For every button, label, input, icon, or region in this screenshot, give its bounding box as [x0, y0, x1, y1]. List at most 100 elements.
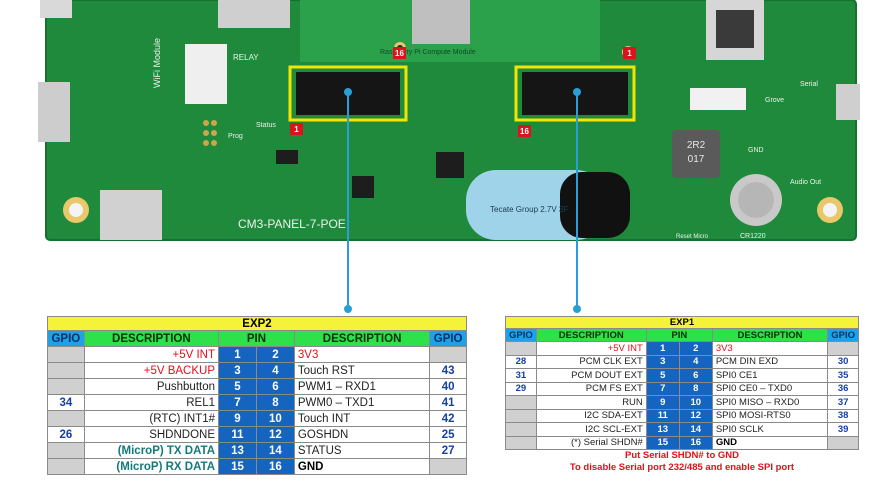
exp1-gpio-right: [827, 341, 859, 356]
exp1-pin-odd: 7: [645, 381, 680, 396]
exp2-gpio-left: [47, 346, 85, 363]
exp1-pin-even: 16: [678, 435, 713, 450]
exp1-gpio-left: 28: [505, 354, 537, 369]
exp2-gpio-left: [47, 378, 85, 395]
exp1-callout-dot-top: [573, 88, 581, 96]
exp1-desc-left: I2C SCL-EXT: [535, 422, 647, 437]
serial-label: Serial: [800, 81, 818, 88]
marker-1-bottom-left: 1: [294, 125, 299, 134]
exp1-desc-right: SPI0 MOSI-RTS0: [711, 408, 829, 423]
exp1-header-gpio-right: GPIO: [827, 328, 859, 342]
relay-label: RELAY: [233, 53, 259, 62]
cm-label: Raspberry Pi Compute Module: [380, 49, 476, 56]
exp2-row: Pushbutton 5 6 PWM1 – RXD1 40: [47, 378, 467, 395]
exp1-pin-even: 2: [678, 341, 713, 356]
exp1-gpio-right: [827, 435, 859, 450]
exp2-gpio-right: 43: [429, 362, 467, 379]
exp1-pin-odd: 9: [645, 395, 680, 410]
exp1-gpio-left: 31: [505, 368, 537, 383]
exp1-gpio-right: 36: [827, 381, 859, 396]
exp1-pin-even: 4: [678, 354, 713, 369]
board-photo: Raspberry Pi Compute Module WiFi Module …: [0, 0, 894, 245]
exp1-pin-even: 10: [678, 395, 713, 410]
exp1-desc-left: RUN: [535, 395, 647, 410]
exp2-gpio-left: 26: [47, 426, 85, 443]
exp2-desc-right: GOSHDN: [293, 426, 431, 443]
marker-16-top-left: 16: [395, 49, 404, 58]
exp2-pin-odd: 3: [218, 362, 257, 379]
exp2-desc-left: REL1: [83, 394, 220, 411]
exp2-header-pin: PIN: [218, 330, 295, 347]
exp1-pin-even: 14: [678, 422, 713, 437]
exp2-callout-line: [347, 92, 349, 306]
exp2-desc-right: Touch RST: [293, 362, 431, 379]
exp2-row: +5V INT 1 2 3V3: [47, 346, 467, 363]
reset-label: Reset Micro: [676, 234, 709, 240]
wifi-label: WiFi Module: [152, 38, 162, 88]
exp1-row: +5V INT 1 2 3V3: [505, 341, 859, 356]
exp2-table: EXP2 GPIO DESCRIPTION PIN DESCRIPTION GP…: [47, 316, 467, 475]
exp2-pin-even: 14: [255, 442, 295, 459]
exp2-row: 26 SHDNDONE 11 12 GOSHDN 25: [47, 426, 467, 443]
exp2-pin-even: 6: [255, 378, 295, 395]
exp1-desc-left: I2C SDA-EXT: [535, 408, 647, 423]
exp1-pin-odd: 3: [645, 354, 680, 369]
exp2-desc-right: GND: [293, 458, 431, 475]
exp2-desc-left: +5V INT: [83, 346, 220, 363]
exp2-gpio-left: [47, 442, 85, 459]
exp1-desc-left: (*) Serial SHDN#: [535, 435, 647, 450]
status-label: Status: [256, 122, 276, 129]
exp2-desc-left: (MicroP) TX DATA: [83, 442, 220, 459]
exp1-gpio-left: [505, 408, 537, 423]
exp1-desc-left: PCM DOUT EXT: [535, 368, 647, 383]
exp1-pin-odd: 13: [645, 422, 680, 437]
exp2-gpio-left: [47, 410, 85, 427]
exp2-row: (MicroP) TX DATA 13 14 STATUS 27: [47, 442, 467, 459]
exp2-pin-even: 4: [255, 362, 295, 379]
exp2-row: (MicroP) RX DATA 15 16 GND: [47, 458, 467, 475]
exp1-header-pin: PIN: [645, 328, 713, 342]
exp1-header-description-left: DESCRIPTION: [535, 328, 647, 342]
exp1-gpio-right: 30: [827, 354, 859, 369]
exp1-gpio-left: 29: [505, 381, 537, 396]
battery-label: CR1220: [740, 233, 766, 240]
exp1-desc-right: SPI0 CE1: [711, 368, 829, 383]
exp2-pin-odd: 5: [218, 378, 257, 395]
exp2-gpio-left: 34: [47, 394, 85, 411]
exp1-desc-left: +5V INT: [535, 341, 647, 356]
gnd-label: GND: [748, 147, 764, 154]
exp2-header-description-left: DESCRIPTION: [83, 330, 220, 347]
exp2-gpio-left: [47, 458, 85, 475]
svg-text:017: 017: [688, 154, 705, 165]
exp2-desc-left: (RTC) INT1#: [83, 410, 220, 427]
exp1-row: 28 PCM CLK EXT 3 4 PCM DIN EXD 30: [505, 354, 859, 369]
exp2-desc-left: Pushbutton: [83, 378, 220, 395]
exp1-gpio-left: [505, 422, 537, 437]
exp1-note-line1: Put Serial SHDN# to GND: [505, 449, 859, 462]
exp1-title: EXP1: [505, 316, 859, 329]
exp1-desc-left: PCM CLK EXT: [535, 354, 647, 369]
exp2-pin-odd: 7: [218, 394, 257, 411]
exp1-row: 29 PCM FS EXT 7 8 SPI0 CE0 – TXD0 36: [505, 381, 859, 396]
exp2-gpio-right: 41: [429, 394, 467, 411]
pcb: [46, 0, 856, 240]
exp2-gpio-right: 42: [429, 410, 467, 427]
exp2-callout-dot-bottom: [344, 305, 352, 313]
svg-text:2R2: 2R2: [687, 140, 706, 151]
exp2-gpio-left: [47, 362, 85, 379]
exp1-desc-right: SPI0 CE0 – TXD0: [711, 381, 829, 396]
exp2-pin-odd: 13: [218, 442, 257, 459]
exp1-row: (*) Serial SHDN# 15 16 GND: [505, 435, 859, 450]
exp1-desc-right: SPI0 SCLK: [711, 422, 829, 437]
exp1-table: EXP1 GPIO DESCRIPTION PIN DESCRIPTION GP…: [505, 316, 859, 474]
exp2-row: 34 REL1 7 8 PWM0 – TXD1 41: [47, 394, 467, 411]
grove-label: Grove: [765, 97, 784, 104]
exp2-gpio-right: 27: [429, 442, 467, 459]
exp1-gpio-right: 37: [827, 395, 859, 410]
exp1-gpio-left: [505, 341, 537, 356]
exp2-pin-even: 10: [255, 410, 295, 427]
exp1-pin-even: 6: [678, 368, 713, 383]
exp2-row: (RTC) INT1# 9 10 Touch INT 42: [47, 410, 467, 427]
exp1-gpio-left: [505, 435, 537, 450]
inductor: [672, 130, 720, 178]
